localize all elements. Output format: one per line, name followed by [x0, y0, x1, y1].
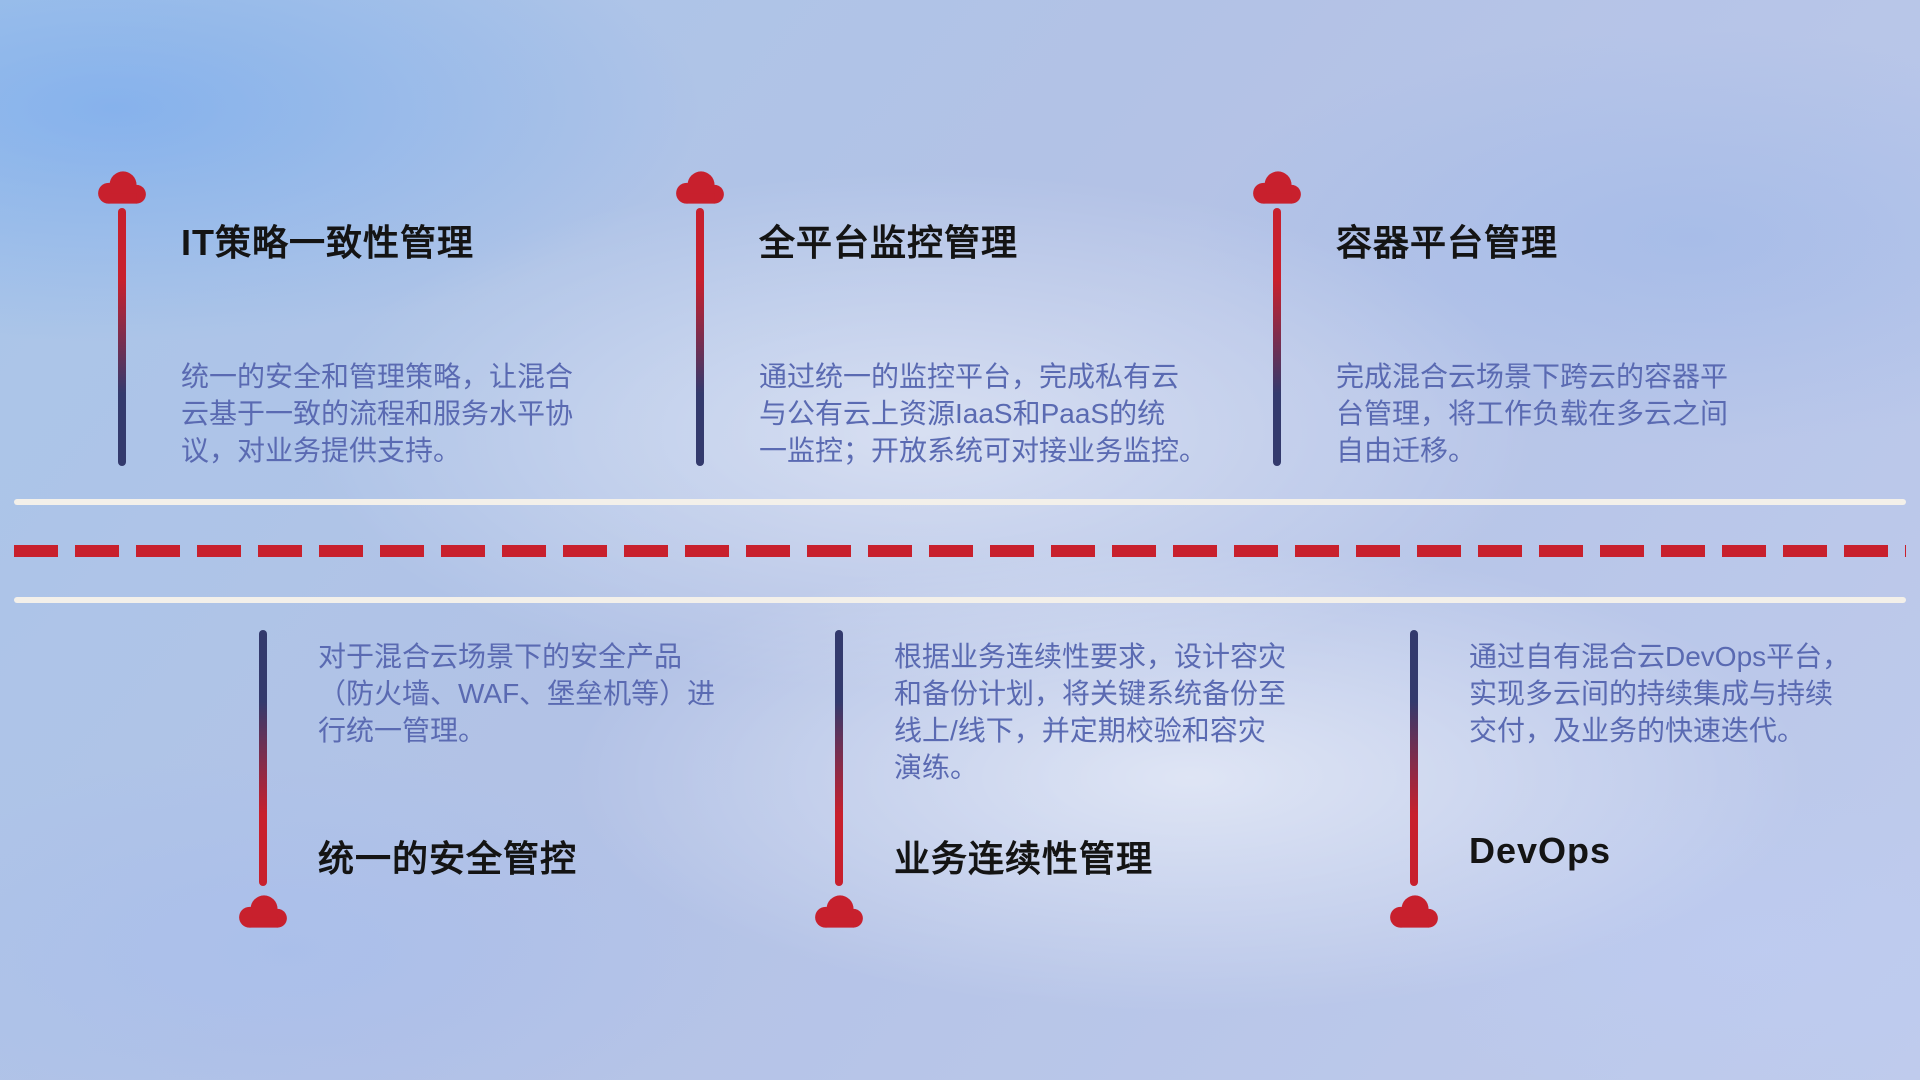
- timeline-connector: [118, 208, 126, 466]
- description-line: 与公有云上资源IaaS和PaaS的统: [759, 398, 1166, 429]
- description-line: 一监控；开放系统可对接业务监控。: [759, 435, 1208, 466]
- item-description: 完成混合云场景下跨云的容器平 台管理，将工作负载在多云之间 自由迁移。: [1336, 358, 1728, 469]
- item-description: 通过统一的监控平台，完成私有云 与公有云上资源IaaS和PaaS的统 一监控；开…: [759, 358, 1207, 469]
- item-title: 容器平台管理: [1336, 222, 1559, 263]
- description-line: 根据业务连续性要求，设计容灾: [894, 641, 1287, 672]
- description-line: 完成混合云场景下跨云的容器平: [1336, 361, 1729, 392]
- timeline-connector: [1273, 208, 1281, 466]
- description-line: 实现多云间的持续集成与持续: [1469, 678, 1834, 709]
- cloud-icon: [95, 168, 149, 206]
- description-line: 议，对业务提供支持。: [181, 435, 462, 466]
- timeline-connector: [1410, 630, 1418, 886]
- item-description: 根据业务连续性要求，设计容灾 和备份计划，将关键系统备份至 线上/线下，并定期校…: [894, 638, 1286, 786]
- timeline-connector: [835, 630, 843, 886]
- description-line: 和备份计划，将关键系统备份至: [894, 678, 1287, 709]
- description-line: 自由迁移。: [1336, 435, 1477, 466]
- item-description: 通过自有混合云DevOps平台， 实现多云间的持续集成与持续 交付，及业务的快速…: [1469, 638, 1850, 749]
- item-title: DevOps: [1469, 830, 1612, 871]
- item-title: 业务连续性管理: [894, 838, 1154, 879]
- item-title: 统一的安全管控: [318, 838, 578, 879]
- timeline-item-devops: 通过自有混合云DevOps平台， 实现多云间的持续集成与持续 交付，及业务的快速…: [1387, 630, 1920, 950]
- description-line: 线上/线下，并定期校验和容灾: [894, 715, 1266, 746]
- timeline-item-business-continuity: 根据业务连续性要求，设计容灾 和备份计划，将关键系统备份至 线上/线下，并定期校…: [812, 630, 1392, 950]
- cloud-icon: [236, 892, 290, 930]
- description-line: 通过统一的监控平台，完成私有云: [759, 361, 1180, 392]
- timeline-item-container-platform: 容器平台管理 完成混合云场景下跨云的容器平 台管理，将工作负载在多云之间 自由迁…: [1250, 168, 1830, 488]
- description-line: 行统一管理。: [318, 715, 487, 746]
- description-line: 对于混合云场景下的安全产品: [318, 641, 683, 672]
- timeline-connector: [259, 630, 267, 886]
- road-bottom-line: [14, 597, 1906, 603]
- cloud-icon: [673, 168, 727, 206]
- item-description: 对于混合云场景下的安全产品 （防火墙、WAF、堡垒机等）进 行统一管理。: [318, 638, 715, 749]
- item-title: 全平台监控管理: [759, 222, 1019, 263]
- description-line: 演练。: [894, 752, 979, 783]
- timeline-item-security-control: 对于混合云场景下的安全产品 （防火墙、WAF、堡垒机等）进 行统一管理。 统一的…: [236, 630, 816, 950]
- timeline-connector: [696, 208, 704, 466]
- road-top-line: [14, 499, 1906, 505]
- timeline-item-it-policy: IT策略一致性管理 统一的安全和管理策略，让混合 云基于一致的流程和服务水平协 …: [95, 168, 675, 488]
- description-line: （防火墙、WAF、堡垒机等）进: [318, 678, 716, 709]
- description-line: 台管理，将工作负载在多云之间: [1336, 398, 1729, 429]
- cloud-icon: [812, 892, 866, 930]
- description-line: 通过自有混合云DevOps平台，: [1469, 641, 1851, 672]
- road-dashed-centerline: [14, 545, 1906, 557]
- timeline-item-platform-monitoring: 全平台监控管理 通过统一的监控平台，完成私有云 与公有云上资源IaaS和PaaS…: [673, 168, 1253, 488]
- item-description: 统一的安全和管理策略，让混合 云基于一致的流程和服务水平协 议，对业务提供支持。: [181, 358, 573, 469]
- description-line: 交付，及业务的快速迭代。: [1469, 715, 1806, 746]
- item-title: IT策略一致性管理: [181, 222, 474, 263]
- description-line: 统一的安全和管理策略，让混合: [181, 361, 574, 392]
- cloud-icon: [1387, 892, 1441, 930]
- cloud-icon: [1250, 168, 1304, 206]
- description-line: 云基于一致的流程和服务水平协: [181, 398, 574, 429]
